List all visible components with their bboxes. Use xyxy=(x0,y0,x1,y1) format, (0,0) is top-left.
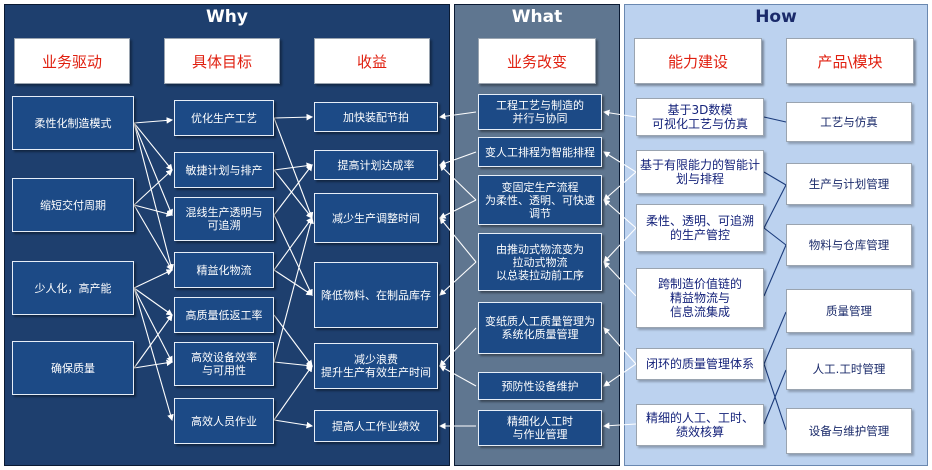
change-item: 由推动式物流变为 拉动式物流 以总装拉动前工序 xyxy=(478,233,602,291)
change-item: 预防性设备维护 xyxy=(478,372,602,400)
module-item: 设备与维护管理 xyxy=(786,408,912,454)
goal-item: 优化生产工艺 xyxy=(174,100,274,136)
change-item: 变固定生产流程 为柔性、透明、可快速 调节 xyxy=(478,175,602,225)
benefit-item: 提高计划达成率 xyxy=(314,150,438,180)
module-item: 生产与计划管理 xyxy=(786,163,912,205)
capability-item: 跨制造价值链的 精益物流与 信息流集成 xyxy=(636,268,764,328)
header-changes: 业务改变 xyxy=(478,38,596,84)
header-drivers: 业务驱动 xyxy=(14,38,130,84)
how-title: How xyxy=(755,7,797,27)
change-item: 工程工艺与制造的 并行与协同 xyxy=(478,94,602,130)
benefit-item: 加快装配节拍 xyxy=(314,102,438,132)
benefit-item: 减少生产调整时间 xyxy=(314,193,438,243)
module-item: 质量管理 xyxy=(786,289,912,333)
goal-item: 高效设备效率 与可用性 xyxy=(174,342,274,386)
benefit-item: 提高人工作业绩效 xyxy=(314,410,438,442)
change-item: 变纸质人工质量管理为 系统化质量管理 xyxy=(478,302,602,354)
goal-item: 高效人员作业 xyxy=(174,398,274,444)
capability-item: 基于有限能力的智能计 划与排程 xyxy=(636,150,764,194)
goal-item: 高质量低返工率 xyxy=(174,297,274,333)
module-item: 工艺与仿真 xyxy=(786,102,912,142)
driver-item: 柔性化制造模式 xyxy=(12,96,134,150)
driver-item: 确保质量 xyxy=(12,341,134,395)
change-item: 变人工排程为智能排程 xyxy=(478,137,602,167)
module-item: 人工.工时管理 xyxy=(786,348,912,390)
header-goals: 具体目标 xyxy=(164,38,280,84)
module-item: 物料与仓库管理 xyxy=(786,224,912,266)
benefit-item: 减少浪费 提升生产有效生产时间 xyxy=(314,343,438,389)
goal-item: 精益化物流 xyxy=(174,252,274,288)
header-capabilities: 能力建设 xyxy=(634,38,762,84)
driver-item: 少人化，高产能 xyxy=(12,261,134,315)
driver-item: 缩短交付周期 xyxy=(12,178,134,232)
capability-item: 柔性、透明、可追溯 的生产管控 xyxy=(636,204,764,252)
benefit-item: 降低物料、在制品库存 xyxy=(314,262,438,328)
header-benefits: 收益 xyxy=(314,38,430,84)
capability-item: 精细的人工、工时、 绩效核算 xyxy=(636,404,764,446)
goal-item: 敏捷计划与排产 xyxy=(174,152,274,188)
capability-item: 闭环的质量管理体系 xyxy=(636,348,764,380)
why-title: Why xyxy=(206,7,248,27)
goal-item: 混线生产透明与 可追溯 xyxy=(174,197,274,241)
what-title: What xyxy=(511,7,563,27)
capability-item: 基于3D数模 可视化工艺与仿真 xyxy=(636,98,764,136)
change-item: 精细化人工时 与作业管理 xyxy=(478,410,602,446)
header-modules: 产品\模块 xyxy=(786,38,914,84)
